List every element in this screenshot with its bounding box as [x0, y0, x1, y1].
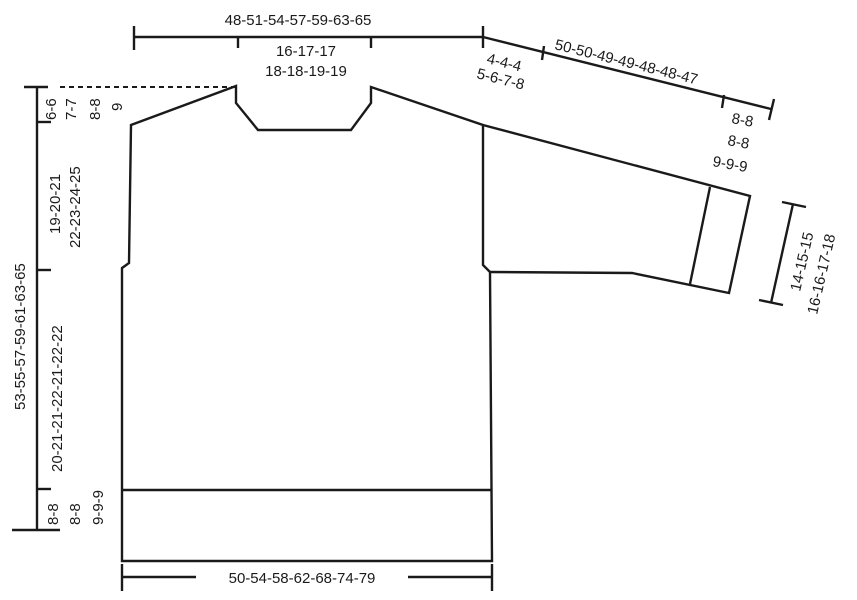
cuff-length-label-1: 8-8 — [730, 110, 754, 131]
bottom-width-label: 50-54-58-62-68-74-79 — [229, 570, 376, 587]
armhole-depth-label-2: 22-23-24-25 — [67, 166, 84, 248]
sleeve-length-dimension: 4-4-4 5-6-7-8 50-50-49-49-48-48-47 8-8 8… — [475, 35, 776, 176]
shoulder-height-label-3: 8-8 — [87, 98, 104, 120]
total-length-label: 53-55-57-59-61-63-65 — [12, 263, 29, 410]
neck-width-label-1: 16-17-17 — [276, 43, 336, 60]
body-piece — [60, 84, 494, 563]
shoulder-height-label-1: 6-6 — [43, 98, 60, 120]
rib-height-label-2: 8-8 — [67, 503, 84, 525]
bottom-width-dimension: 50-54-58-62-68-74-79 — [120, 564, 494, 591]
rib-height-label-1: 8-8 — [45, 503, 62, 525]
cuff-length-label-3: 9-9-9 — [711, 153, 748, 176]
top-width-label: 48-51-54-57-59-63-65 — [225, 12, 372, 29]
shoulder-height-label-2: 7-7 — [63, 98, 80, 120]
top-width-dimension: 48-51-54-57-59-63-65 16-17-17 18-18-19-1… — [132, 12, 485, 80]
rib-height-label-3: 9-9-9 — [90, 490, 107, 525]
armhole-depth-label-1: 19-20-21 — [47, 174, 64, 234]
neck-width-label-2: 18-18-19-19 — [265, 63, 347, 80]
sleeve-piece — [482, 123, 752, 295]
height-dimension: 53-55-57-59-61-63-65 6-6 7-7 8-8 9 19-20… — [12, 85, 126, 532]
cuff-width-dimension: 14-15-15 16-16-17-18 — [758, 200, 839, 316]
cuff-length-label-2: 8-8 — [726, 132, 750, 153]
sleeve-length-label: 50-50-49-49-48-48-47 — [553, 36, 700, 88]
shoulder-height-label-4: 9 — [109, 103, 126, 111]
body-length-label: 20-21-21-22-21-22-22 — [49, 325, 66, 472]
